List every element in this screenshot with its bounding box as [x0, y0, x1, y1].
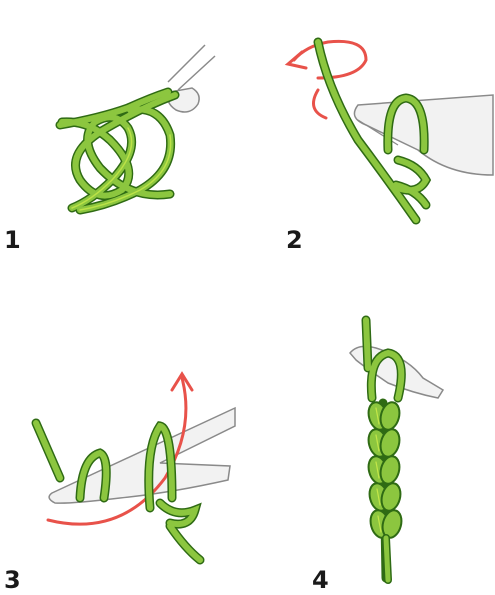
- step-number: 1: [4, 228, 21, 252]
- yarn-loop-icon: [60, 92, 175, 210]
- slip-knot-illustration: [0, 0, 247, 297]
- step-number: 4: [312, 568, 329, 592]
- step-4-panel: 4: [248, 298, 495, 595]
- step-number: 2: [286, 228, 303, 252]
- crochet-hook-icon: [168, 45, 215, 112]
- chain-stitch-icon: [366, 320, 405, 580]
- chain-illustration: [248, 298, 495, 595]
- pull-through-illustration: [0, 298, 247, 595]
- step-number: 3: [4, 568, 21, 592]
- step-1-panel: 1: [0, 0, 247, 297]
- step-3-panel: 3: [0, 298, 247, 595]
- step-2-panel: 2: [248, 0, 495, 297]
